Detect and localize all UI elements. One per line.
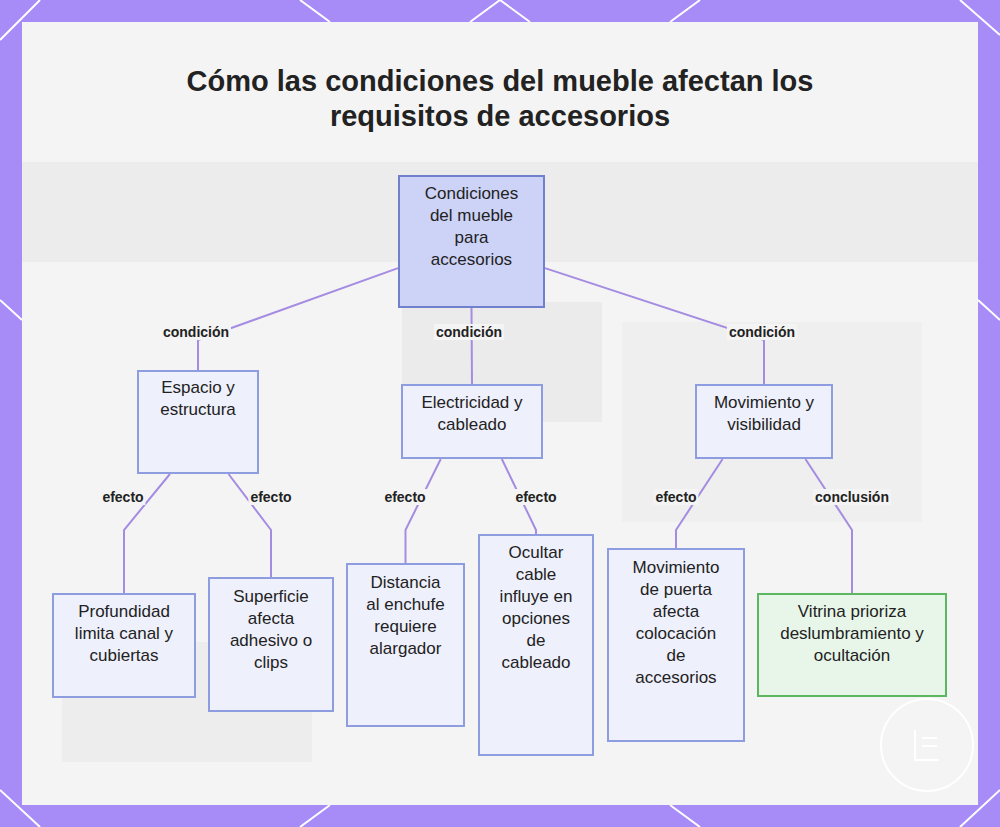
effect-box: Profundidad limita canal y cubiertas	[52, 593, 196, 698]
effect-box: Movimiento de puerta afecta colocación d…	[607, 548, 745, 742]
connector-line	[198, 268, 398, 370]
node-text: Electricidad y cableado	[411, 392, 533, 436]
effect-box: Ocultar cable influye en opciones de cab…	[478, 534, 594, 756]
diagram-title: Cómo las condiciones del mueble afectan …	[150, 64, 850, 134]
node-text: Superficie afecta adhesivo o clips	[224, 586, 318, 674]
edge-label: condición	[727, 324, 797, 340]
node-text: Espacio y estructura	[147, 377, 249, 421]
connector-line	[805, 459, 852, 593]
connector-line	[406, 459, 441, 563]
node-text: Condiciones del mueble para accesorios	[416, 183, 527, 271]
effect-box: Distancia al enchufe requiere alargador	[346, 563, 465, 727]
root-box: Condiciones del mueble para accesorios	[398, 175, 545, 308]
node-text: Vitrina prioriza deslumbramiento y ocult…	[773, 601, 931, 667]
node-text: Profundidad limita canal y cubiertas	[66, 601, 182, 667]
node-text: Ocultar cable influye en opciones de cab…	[494, 542, 578, 674]
connector-line	[471, 308, 474, 384]
edge-label: efecto	[382, 489, 427, 505]
edge-label: condición	[434, 324, 504, 340]
edge-label: condición	[161, 324, 231, 340]
node-text: Movimiento de puerta afecta colocación d…	[627, 557, 725, 689]
edge-label: efecto	[100, 489, 145, 505]
effect-box: Superficie afecta adhesivo o clips	[208, 577, 334, 712]
node-text: Distancia al enchufe requiere alargador	[366, 572, 445, 660]
edge-label: efecto	[513, 489, 558, 505]
edge-label: efecto	[653, 489, 698, 505]
condition-box: Movimiento y visibilidad	[695, 384, 833, 459]
edge-label: efecto	[248, 489, 293, 505]
edge-label: conclusión	[813, 489, 891, 505]
condition-box: Electricidad y cableado	[401, 384, 543, 459]
node-text: Movimiento y visibilidad	[705, 392, 823, 436]
conclusion-box: Vitrina prioriza deslumbramiento y ocult…	[757, 593, 947, 697]
condition-box: Espacio y estructura	[137, 370, 259, 474]
